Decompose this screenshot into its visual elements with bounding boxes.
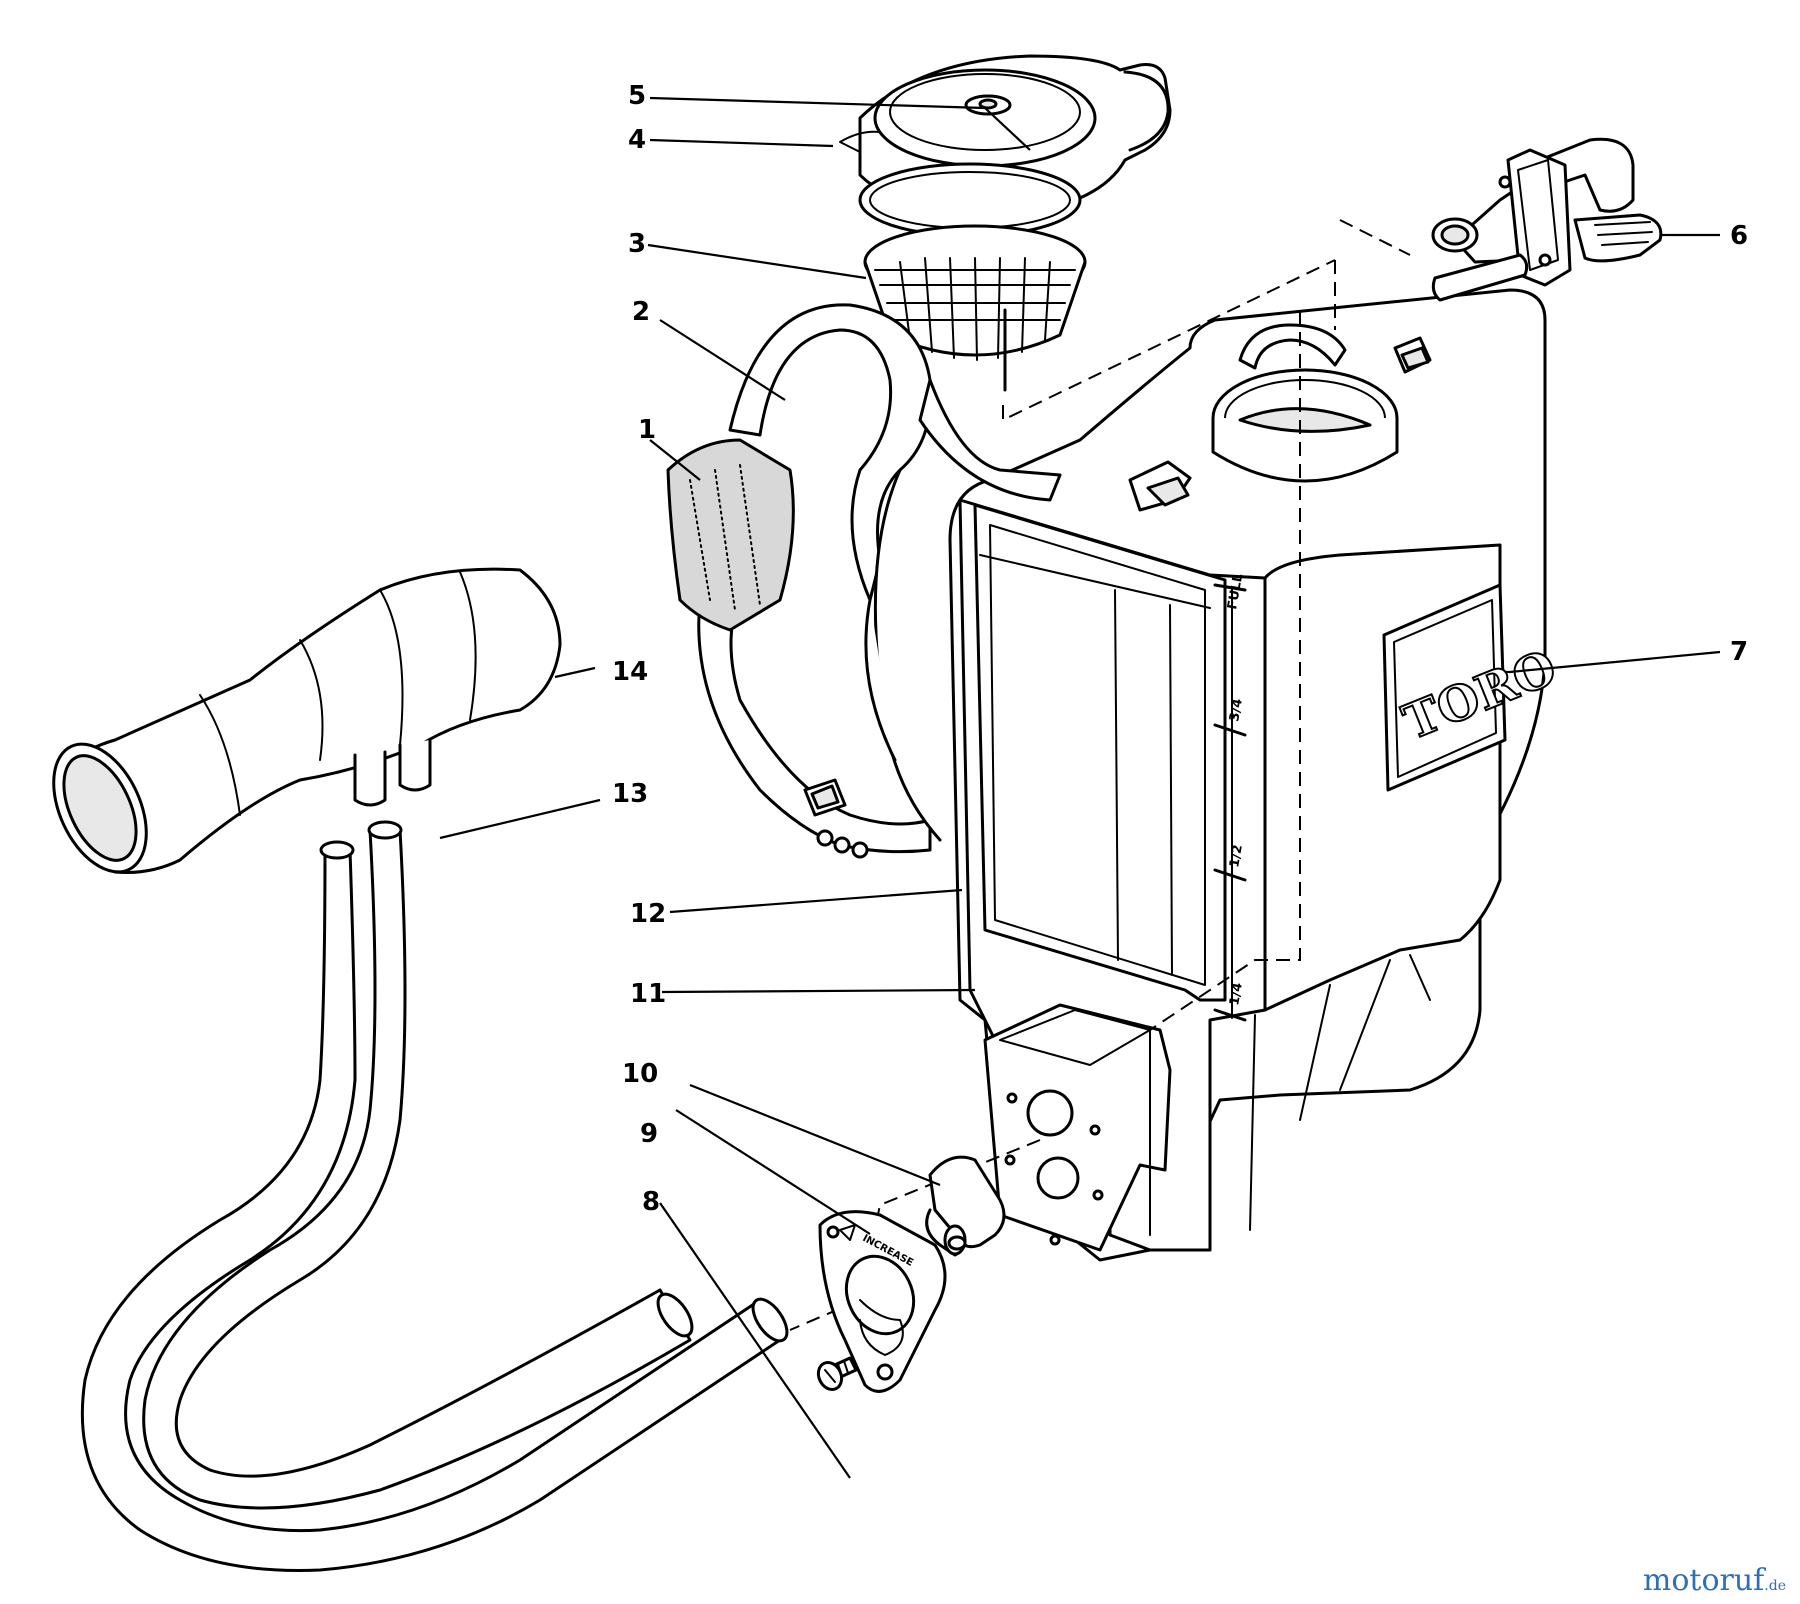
gauge-three-quarter-label: 3/4 (1227, 698, 1246, 723)
tank-body: FULL 3/4 1/2 1/4 TORO (948, 288, 1565, 1262)
gauge-full-label: FULL (1225, 573, 1246, 611)
watermark-logo: motoruf.de (1643, 1563, 1786, 1598)
gauge-half-label: 1/2 (1227, 844, 1246, 869)
strainer-basket (863, 224, 1087, 392)
callout-5: 5 (628, 81, 646, 111)
callout-labels: 1 2 3 4 5 6 7 8 9 10 11 12 13 14 (612, 81, 1748, 1217)
leader-lines (439, 96, 1721, 1479)
callout-3: 3 (628, 229, 646, 259)
callout-13: 13 (612, 779, 648, 809)
spray-nozzle (52, 567, 562, 874)
shoulder-pad (666, 438, 795, 632)
callout-7: 7 (1730, 637, 1748, 667)
mounting-screw (816, 1356, 858, 1392)
callout-14: 14 (612, 657, 648, 687)
metering-plate: INCREASE (818, 1210, 947, 1393)
callout-11: 11 (630, 979, 666, 1009)
callout-4: 4 (628, 125, 646, 155)
shutoff-valve (1431, 137, 1663, 302)
callout-12: 12 (630, 899, 666, 929)
hoses (80, 820, 789, 1572)
callout-9: 9 (640, 1119, 658, 1149)
callout-2: 2 (632, 297, 650, 327)
watermark-suffix: .de (1764, 1578, 1786, 1594)
callout-8: 8 (642, 1187, 660, 1217)
callout-1: 1 (638, 415, 656, 445)
watermark-text: motoruf (1642, 1563, 1765, 1598)
gauge-quarter-label: 1/4 (1227, 982, 1246, 1007)
callout-6: 6 (1730, 221, 1748, 251)
callout-10: 10 (622, 1059, 658, 1089)
elbow-fitting (925, 1155, 1006, 1257)
